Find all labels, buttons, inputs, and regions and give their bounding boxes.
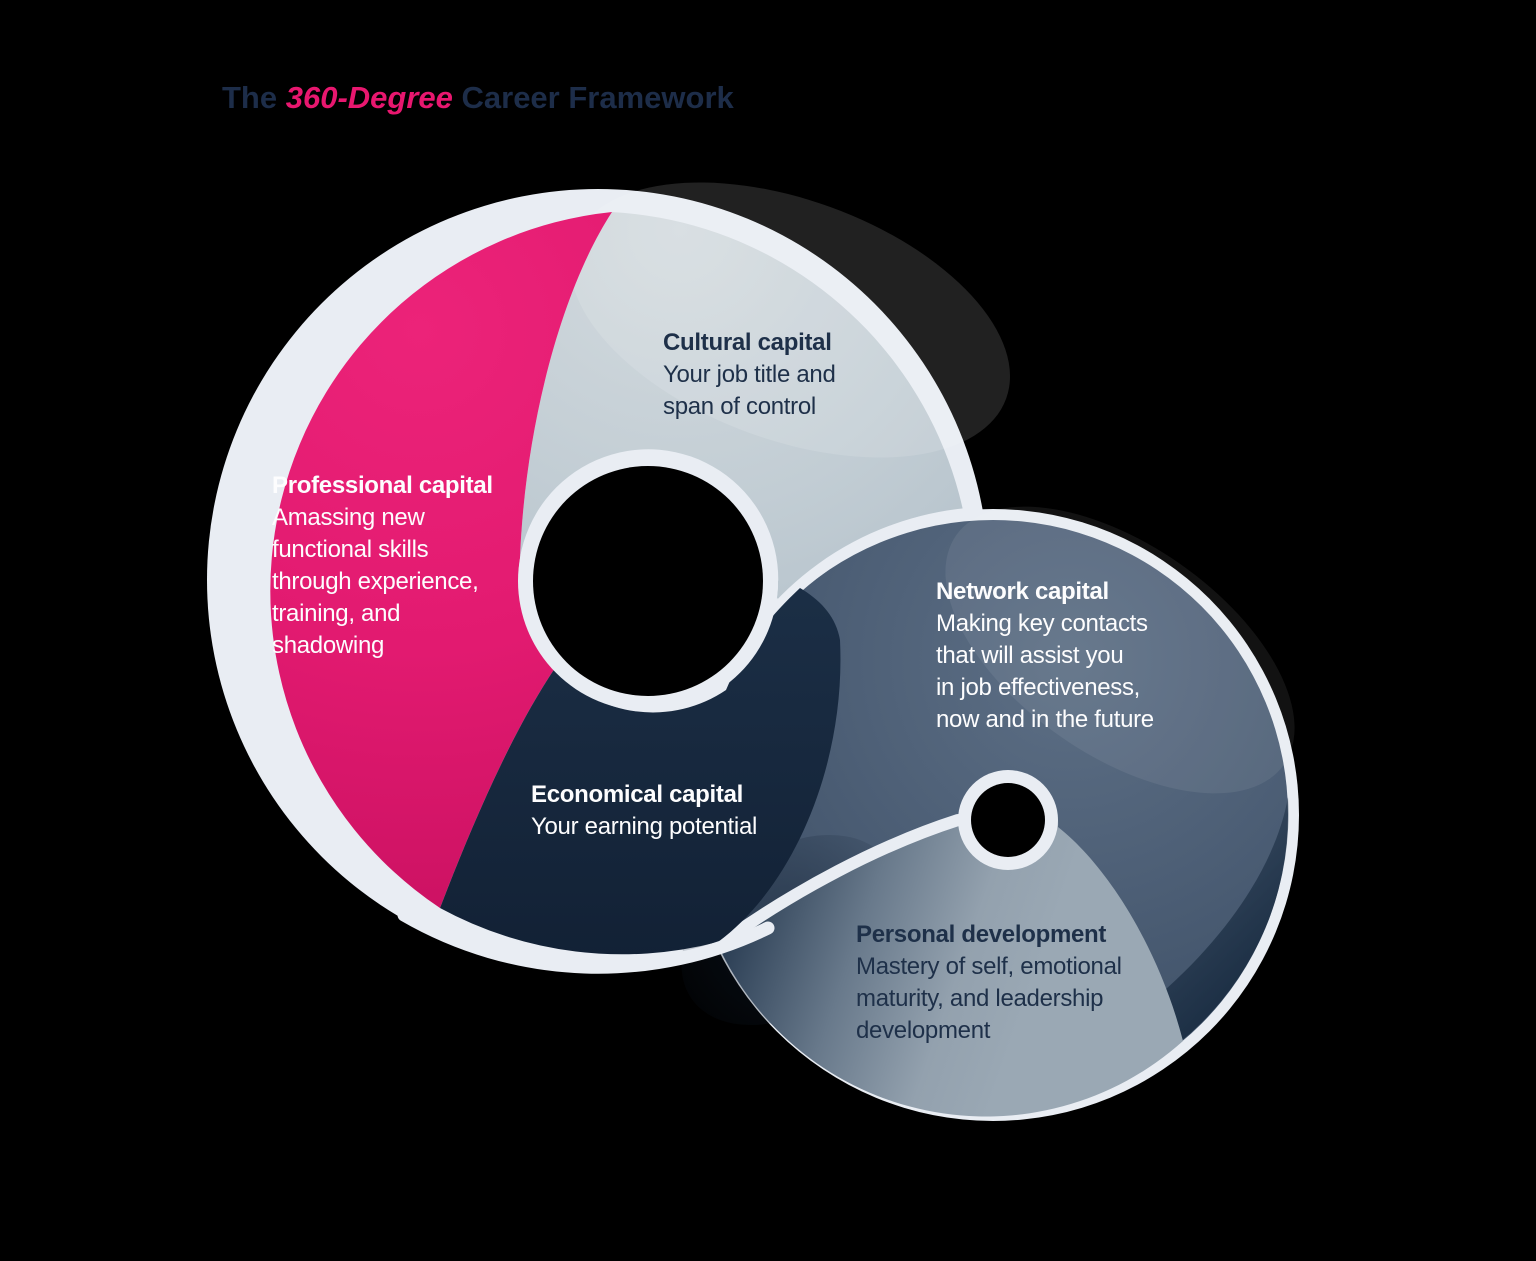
right-hub-hole — [971, 783, 1045, 857]
segment-line: now and in the future — [936, 706, 1154, 733]
segment-title: Cultural capital — [663, 329, 832, 356]
segment-line: span of control — [663, 393, 816, 420]
segment-title: Network capital — [936, 578, 1109, 605]
segment-line: Your earning potential — [531, 813, 758, 840]
segment-title: Professional capital — [272, 472, 493, 499]
page-title: The 360-Degree Career Framework — [222, 80, 734, 116]
label-economical-capital: Economical capital Your earning potentia… — [531, 779, 757, 843]
professional-segment — [270, 212, 612, 908]
label-personal-development: Personal development Mastery of self, em… — [856, 919, 1122, 1047]
cultural-highlight — [570, 182, 1010, 458]
label-network-capital: Network capital Making key contacts that… — [936, 576, 1154, 736]
segment-line: functional skills — [272, 536, 429, 563]
page-title-suffix: Career Framework — [452, 80, 734, 115]
network-highlight — [945, 506, 1295, 794]
segment-title: Economical capital — [531, 781, 744, 808]
left-hub-hole — [533, 466, 763, 696]
segment-title: Personal development — [856, 921, 1107, 948]
economical-segment — [440, 588, 841, 955]
segment-line: that will assist you — [936, 642, 1124, 669]
segment-line: training, and — [272, 600, 401, 627]
personal-boundary-stroke — [712, 814, 964, 951]
left-donut-bottom-edge-stroke — [397, 908, 775, 974]
segment-line: development — [856, 1017, 991, 1044]
segment-line: in job effectiveness, — [936, 674, 1141, 701]
segment-line: maturity, and leadership — [856, 985, 1104, 1012]
segment-line: Mastery of self, emotional — [856, 953, 1122, 980]
page-title-prefix: The — [222, 80, 286, 115]
segment-line: Your job title and — [663, 361, 836, 388]
personal-segment — [718, 773, 1183, 1117]
segment-line: Making key contacts — [936, 610, 1148, 637]
segment-line: through experience, — [272, 568, 479, 595]
label-professional-capital: Professional capital Amassing new functi… — [272, 470, 493, 662]
segment-line: Amassing new — [272, 504, 425, 531]
page-title-highlight: 360-Degree — [285, 80, 453, 115]
label-cultural-capital: Cultural capital Your job title and span… — [663, 327, 836, 423]
segment-line: shadowing — [272, 632, 385, 659]
